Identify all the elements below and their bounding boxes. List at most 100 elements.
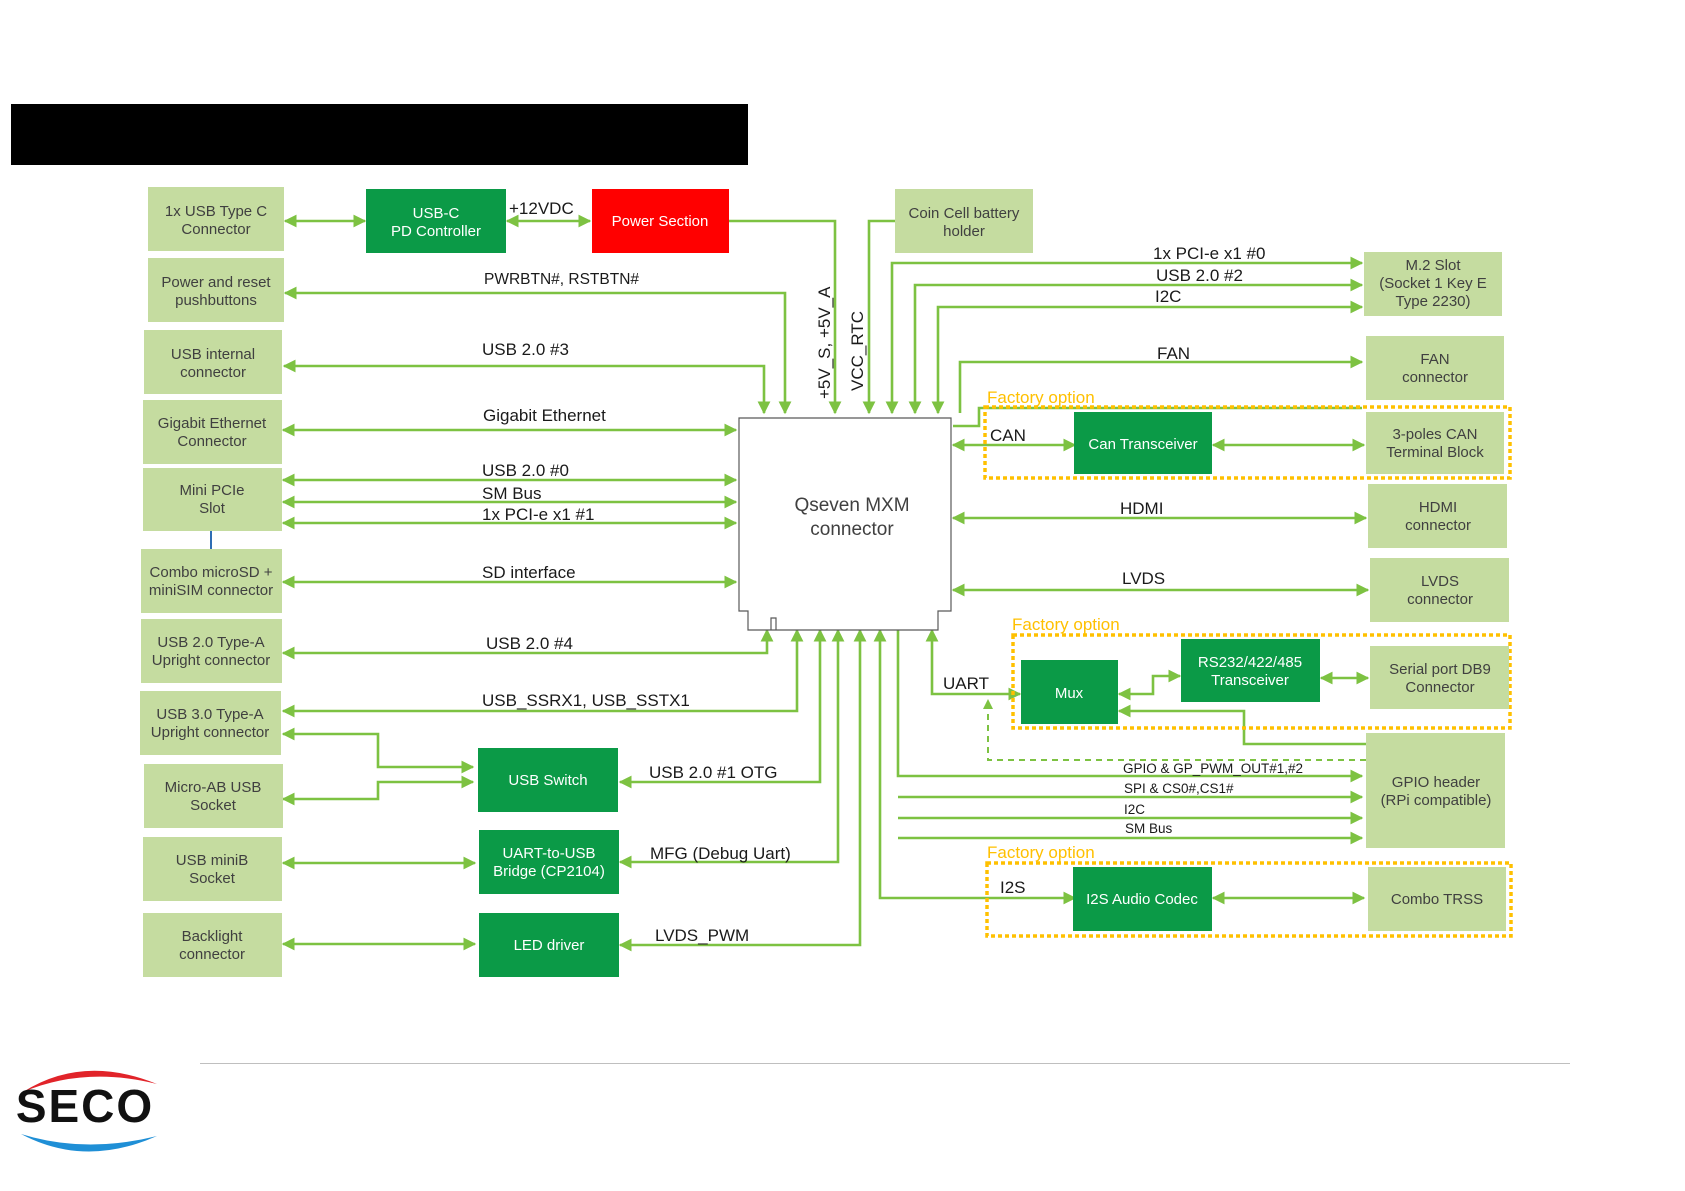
signal-label: HDMI — [1120, 499, 1163, 518]
block-label: Upright connector — [152, 652, 270, 669]
block-label: Bridge (CP2104) — [493, 863, 605, 880]
block-label: USB internal — [171, 346, 255, 363]
fan-connector-block: FAN connector — [1366, 336, 1504, 400]
signal-label: 1x PCI-e x1 #0 — [1153, 244, 1265, 263]
block-label: GPIO header — [1392, 774, 1480, 791]
usb-type-c-connector-block: 1x USB Type C Connector — [148, 187, 284, 251]
lvds-connector-block: LVDS connector — [1370, 558, 1509, 622]
signal-label: +5V_S, +5V_A — [815, 286, 834, 399]
block-label: Serial port DB9 — [1389, 661, 1491, 678]
power-reset-pushbuttons-block: Power and reset pushbuttons — [148, 258, 284, 322]
connection-lines — [210, 214, 1370, 952]
block-label: Connector — [177, 433, 246, 450]
signal-label: USB 2.0 #2 — [1156, 266, 1243, 285]
signal-label: FAN — [1157, 344, 1190, 363]
signal-label: CAN — [990, 426, 1026, 445]
block-label: 3-poles CAN — [1392, 426, 1477, 443]
block-label: I2S Audio Codec — [1086, 891, 1198, 908]
block-label: HDMI — [1419, 499, 1457, 516]
block-label: miniSIM connector — [149, 582, 273, 599]
signal-label: SM Bus — [1125, 821, 1173, 836]
block-label: Backlight — [182, 928, 244, 945]
signal-label: USB 2.0 #1 OTG — [649, 763, 778, 782]
gigabit-ethernet-connector-block: Gigabit Ethernet Connector — [143, 400, 282, 464]
block-label: Upright connector — [151, 724, 269, 741]
factory-frame-serial — [1011, 633, 1512, 730]
signal-label: Gigabit Ethernet — [483, 406, 606, 425]
block-label: Micro-AB USB — [165, 779, 262, 796]
block-label: Coin Cell battery — [909, 205, 1020, 222]
m2-slot-block: M.2 Slot (Socket 1 Key E Type 2230) — [1364, 252, 1502, 316]
title-bar — [11, 104, 748, 165]
signal-label: 1x PCI-e x1 #1 — [482, 505, 594, 524]
signal-label: I2C — [1155, 287, 1181, 306]
block-label: 1x USB Type C — [165, 203, 267, 220]
backlight-connector-block: Backlight connector — [143, 913, 282, 977]
signal-label: +12VDC — [509, 199, 574, 218]
usb-c-pd-controller-block: USB-C PD Controller — [366, 189, 506, 253]
block-label: USB miniB — [176, 852, 249, 869]
mux-block: Mux — [1021, 660, 1118, 724]
micro-ab-usb-block: Micro-AB USB Socket — [144, 764, 283, 828]
block-label: Terminal Block — [1386, 444, 1484, 461]
block-label: PD Controller — [391, 223, 481, 240]
can-terminal-block: 3-poles CAN Terminal Block — [1366, 412, 1504, 474]
logo-blue-arc — [21, 1134, 157, 1152]
block-label: connector — [1405, 517, 1471, 534]
block-label: Type 2230) — [1395, 293, 1470, 310]
block-label: LED driver — [514, 937, 585, 954]
usb30-type-a-block: USB 3.0 Type-A Upright connector — [140, 691, 281, 755]
block-label: Transceiver — [1211, 672, 1289, 689]
usb20-type-a-block: USB 2.0 Type-A Upright connector — [141, 619, 282, 683]
factory-option-label: Factory option — [1012, 615, 1120, 634]
power-section-block: Power Section — [592, 189, 729, 253]
signal-label: PWRBTN#, RSTBTN# — [484, 271, 639, 288]
block-label: Can Transceiver — [1088, 436, 1197, 453]
qseven-label-1: Qseven MXM — [794, 495, 909, 516]
signal-label: USB 2.0 #0 — [482, 461, 569, 480]
signal-label: MFG (Debug Uart) — [650, 844, 791, 863]
qseven-label-2: connector — [810, 519, 894, 540]
signal-label: USB_SSRX1, USB_SSTX1 — [482, 691, 690, 710]
factory-option-label: Factory option — [987, 843, 1095, 862]
block-label: Combo microSD + — [150, 564, 273, 581]
signal-label: UART — [943, 674, 989, 693]
microsd-minisim-block: Combo microSD + miniSIM connector — [141, 549, 282, 613]
block-label: Slot — [199, 500, 226, 517]
block-label: Combo TRSS — [1391, 891, 1483, 908]
block-label: RS232/422/485 — [1198, 654, 1302, 671]
signal-label: USB 2.0 #3 — [482, 340, 569, 359]
block-label: USB 3.0 Type-A — [156, 706, 263, 723]
signal-label: GPIO & GP_PWM_OUT#1,#2 — [1123, 761, 1303, 776]
rs232-transceiver-block: RS232/422/485 Transceiver — [1181, 639, 1320, 702]
block-label: (Socket 1 Key E — [1379, 275, 1487, 292]
block-label: connector — [1407, 591, 1473, 608]
signal-label: LVDS — [1122, 569, 1165, 588]
signal-label: SM Bus — [482, 484, 542, 503]
signal-label: USB 2.0 #4 — [486, 634, 573, 653]
usb-internal-connector-block: USB internal connector — [144, 330, 282, 394]
can-transceiver-block: Can Transceiver — [1074, 412, 1212, 474]
block-label: UART-to-USB — [502, 845, 595, 862]
block-label: USB Switch — [508, 772, 587, 789]
seco-logo: SECO — [16, 1070, 157, 1152]
coin-cell-battery-block: Coin Cell battery holder — [895, 189, 1033, 253]
serial-port-db9-block: Serial port DB9 Connector — [1370, 646, 1509, 709]
block-label: pushbuttons — [175, 292, 257, 309]
block-label: connector — [180, 364, 246, 381]
footer-divider — [200, 1063, 1570, 1064]
hdmi-connector-block: HDMI connector — [1368, 484, 1507, 548]
block-label: LVDS — [1421, 573, 1459, 590]
factory-option-label: Factory option — [987, 388, 1095, 407]
led-driver-block: LED driver — [479, 913, 619, 977]
usb-switch-block: USB Switch — [478, 748, 618, 812]
block-label: Socket — [189, 870, 236, 887]
block-label: Connector — [181, 221, 250, 238]
block-label: Mux — [1055, 685, 1084, 702]
qseven-connector-block: Qseven MXM connector — [738, 417, 952, 631]
block-label: Socket — [190, 797, 237, 814]
usb-minib-block: USB miniB Socket — [143, 837, 282, 901]
signal-label: VCC_RTC — [848, 311, 867, 391]
logo-wordmark: SECO — [16, 1080, 154, 1132]
